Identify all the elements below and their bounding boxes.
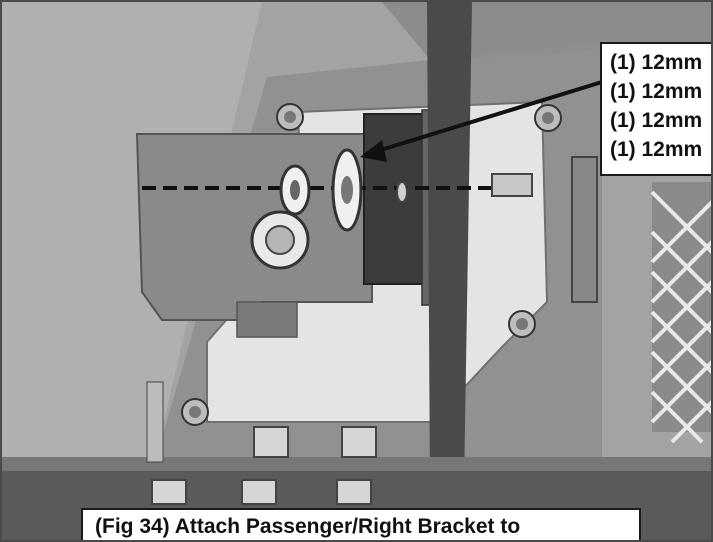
bolt-nut-center	[265, 225, 295, 255]
callout-line-3: (1) 12mm	[610, 109, 703, 132]
left-panel	[2, 2, 262, 472]
figure-caption: (Fig 34) Attach Passenger/Right Bracket …	[81, 508, 641, 540]
corner-bolt-top-left	[276, 103, 304, 131]
callout-pointer-line	[373, 80, 603, 154]
hardware-callout-box: (1) 12mm (1) 12mm (1) 12mm (1) 12mm	[600, 42, 711, 176]
callout-line-4: (1) 12mm	[610, 138, 703, 161]
right-handle	[571, 156, 598, 303]
bottom-nuts	[146, 381, 377, 505]
callout-line-1: (1) 12mm	[610, 51, 703, 74]
corner-bolt-mid-right	[508, 310, 536, 338]
small-washer	[396, 181, 408, 203]
diagonal-bar	[427, 2, 472, 487]
callout-arrowhead	[360, 140, 387, 162]
washer-right-hole	[341, 176, 353, 204]
spacer-block	[363, 113, 425, 285]
corner-bolt-top-right	[534, 104, 562, 132]
corner-bolt-bottom-left	[181, 398, 209, 426]
washer-left-hole	[290, 180, 300, 200]
callout-line-2: (1) 12mm	[610, 80, 703, 103]
bottom-rail-edge	[2, 457, 711, 471]
right-pin	[491, 173, 533, 197]
mesh-grille	[650, 182, 711, 444]
block-tab	[236, 301, 298, 338]
